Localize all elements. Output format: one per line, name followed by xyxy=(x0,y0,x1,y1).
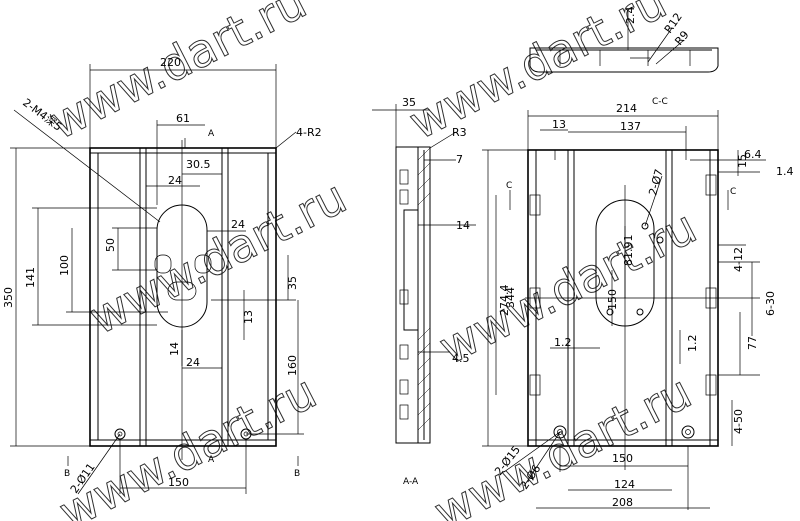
dim-35: 35 xyxy=(286,276,299,290)
dim-61: 61 xyxy=(176,112,190,125)
cross-section-outline xyxy=(529,47,719,73)
dim-4-5: 4.5 xyxy=(452,352,470,365)
dim-24-top: 24 xyxy=(168,174,182,187)
section-mark-c: C xyxy=(506,181,512,191)
watermark: www.dart.ru xyxy=(50,364,324,521)
dim-77: 77 xyxy=(746,336,759,350)
dim-150: 150 xyxy=(168,476,189,489)
dim-1-2-left: 1.2 xyxy=(554,336,572,349)
dim-2-4: 2.4 xyxy=(624,7,637,25)
section-mark-a: A xyxy=(208,455,215,465)
dim-15: 15 xyxy=(736,154,749,168)
dim-344: 344 xyxy=(504,287,517,308)
dim-160: 160 xyxy=(286,355,299,376)
dim-4-12: 4-12 xyxy=(732,247,745,272)
callout-corner-radius: 4-R2 xyxy=(296,126,322,139)
dim-7: 7 xyxy=(456,153,463,166)
front-view: A A B B 220 2-M4深5 4-R2 61 30.5 24 24 24 xyxy=(2,56,322,496)
profile-outline xyxy=(395,146,431,444)
section-view-aa: 35 R3 7 14 4.5 A-A xyxy=(372,96,476,487)
section-label-cc: C-C xyxy=(652,97,668,107)
dim-13-rear: 13 xyxy=(552,118,566,131)
watermark: www.dart.ru xyxy=(80,169,354,344)
dim-350: 350 xyxy=(2,287,15,308)
mount-hole xyxy=(114,428,126,440)
section-mark-c: C xyxy=(730,187,736,197)
plate-outline xyxy=(89,147,277,447)
section-label-aa: A-A xyxy=(403,477,419,487)
dim-124: 124 xyxy=(614,478,635,491)
section-mark-a: A xyxy=(208,129,215,139)
mount-hole-rear xyxy=(681,425,695,439)
watermark: www.dart.ru xyxy=(425,364,699,521)
dim-1-4: 1.4 xyxy=(776,165,794,178)
dim-214: 214 xyxy=(616,102,637,115)
dim-35-section: 35 xyxy=(402,96,416,109)
callout-r3: R3 xyxy=(452,126,467,139)
section-mark-b: B xyxy=(64,469,70,479)
dim-14: 14 xyxy=(168,342,181,356)
dim-6-4: 6.4 xyxy=(744,148,762,161)
dim-24-right: 24 xyxy=(231,218,245,231)
dim-14-section: 14 xyxy=(456,219,470,232)
dim-137: 137 xyxy=(620,120,641,133)
dim-1-2-right: 1.2 xyxy=(686,335,699,353)
dim-100: 100 xyxy=(58,255,71,276)
dim-150-vertical: 150 xyxy=(606,289,619,310)
dim-220: 220 xyxy=(160,56,181,69)
dim-50: 50 xyxy=(104,238,117,252)
dim-30-5: 30.5 xyxy=(186,158,211,171)
dim-81-91: 81.91 xyxy=(622,235,635,267)
dim-6-30: 6-30 xyxy=(764,291,777,316)
dim-4-50: 4-50 xyxy=(732,409,745,434)
callout-hole-7: 2-Ø7 xyxy=(646,168,665,197)
dim-24-bottom: 24 xyxy=(186,356,200,369)
dim-274-4: 274.4 xyxy=(498,285,511,317)
watermark: www.dart.ru xyxy=(40,0,314,150)
section-mark-b: B xyxy=(294,469,300,479)
dim-13: 13 xyxy=(242,310,255,324)
mount-hole-rear xyxy=(553,425,567,439)
dim-141: 141 xyxy=(24,267,37,288)
slot-profile xyxy=(403,209,419,331)
dim-208: 208 xyxy=(612,496,633,509)
dim-150-horizontal: 150 xyxy=(612,452,633,465)
